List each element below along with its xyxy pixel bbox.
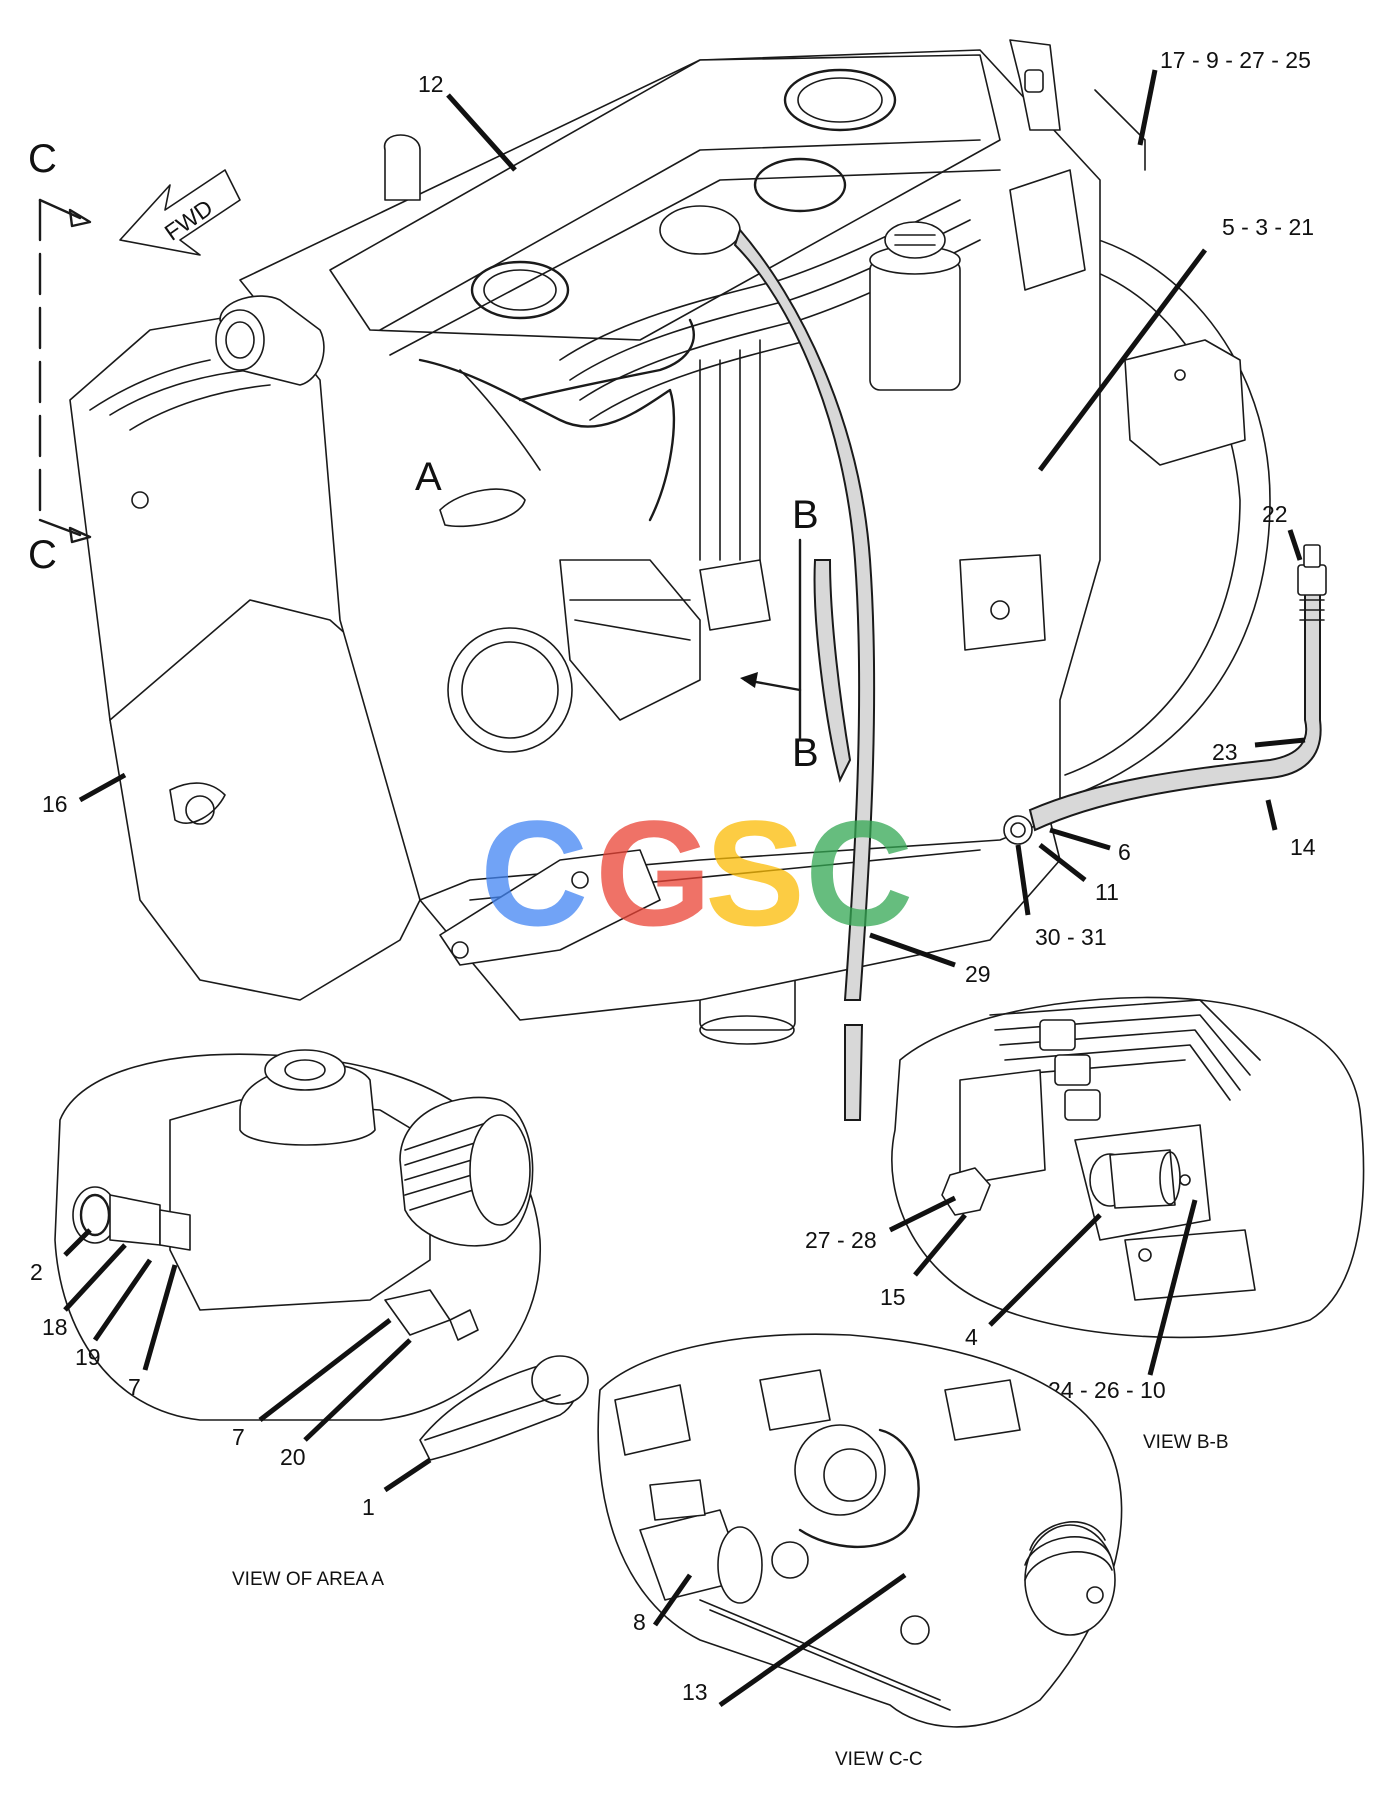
callout-c-8: 8 — [633, 1609, 646, 1635]
callout-c-13: 13 — [682, 1679, 708, 1705]
callout-12: 12 — [418, 71, 444, 97]
caption-view-area-a: VIEW OF AREA A — [232, 1569, 384, 1590]
section-c-label-bottom: C — [28, 533, 57, 577]
callout-5-3-21: 5 - 3 - 21 — [1222, 214, 1314, 240]
section-c-label-top: C — [28, 137, 57, 181]
watermark-letter-1: C — [480, 789, 588, 957]
callout-a-19: 19 — [75, 1344, 101, 1370]
view-b-b-leaders — [888, 1195, 1198, 1376]
callout-b-4: 4 — [965, 1324, 978, 1350]
view-c-c — [597, 1333, 1123, 1728]
fwd-arrow: FWD — [119, 169, 241, 256]
watermark: C G S C — [480, 789, 913, 957]
caption-view-b-b: VIEW B-B — [1143, 1432, 1229, 1453]
view-c-c-leaders — [652, 1572, 907, 1708]
callout-6: 6 — [1118, 839, 1131, 865]
callout-a-2: 2 — [30, 1259, 43, 1285]
callout-a-7-right: 7 — [232, 1424, 245, 1450]
area-a-label: A — [415, 455, 442, 499]
callout-30-31: 30 - 31 — [1035, 924, 1107, 950]
callout-a-18: 18 — [42, 1314, 68, 1340]
main-leaders — [78, 69, 1306, 968]
section-b-arrowhead — [740, 672, 758, 688]
callout-a-7-left: 7 — [128, 1374, 141, 1400]
view-b-b — [891, 996, 1365, 1339]
section-c-marker: C C — [28, 137, 92, 577]
caption-view-c-c: VIEW C-C — [835, 1749, 923, 1770]
callout-b-15: 15 — [880, 1284, 906, 1310]
section-b-label-bottom: B — [792, 731, 819, 775]
callout-b-27-28: 27 - 28 — [805, 1227, 877, 1253]
callout-16: 16 — [42, 791, 68, 817]
view-area-a-leaders — [63, 1228, 432, 1493]
section-b-label-top: B — [792, 493, 819, 537]
watermark-letter-3: S — [705, 789, 805, 957]
watermark-letter-4: C — [805, 789, 913, 957]
main-engine-view — [69, 39, 1327, 1121]
callout-29: 29 — [965, 961, 991, 987]
callout-14: 14 — [1290, 834, 1316, 860]
callout-17-9-27-25: 17 - 9 - 27 - 25 — [1160, 47, 1311, 73]
callout-22: 22 — [1262, 501, 1288, 527]
watermark-letter-2: G — [595, 789, 712, 957]
callout-23: 23 — [1212, 739, 1238, 765]
view-area-a — [54, 1049, 589, 1461]
callout-a-1: 1 — [362, 1494, 375, 1520]
callout-11: 11 — [1095, 879, 1119, 905]
callout-a-20: 20 — [280, 1444, 306, 1470]
